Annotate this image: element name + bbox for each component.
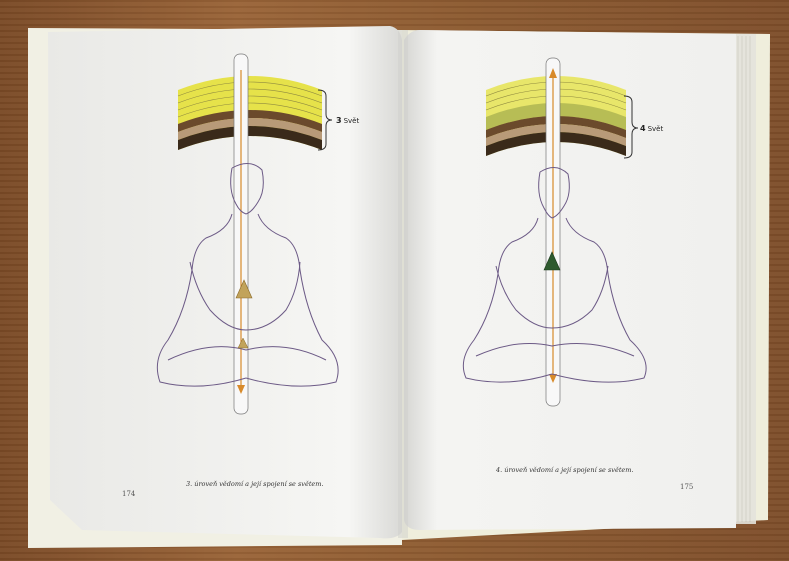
left-page xyxy=(48,26,402,539)
left-pyramid-small xyxy=(237,337,249,349)
right-illustration xyxy=(462,57,647,407)
left-caption: 3. úroveň vědomí a její spojení se světe… xyxy=(186,480,324,488)
left-level-number: 3 xyxy=(336,116,342,125)
right-level-word: Svět xyxy=(647,125,664,133)
left-bracket xyxy=(317,89,333,151)
right-caption: 4. úroveň vědomí a její spojení se světe… xyxy=(496,466,634,474)
right-meditating-figure xyxy=(462,167,647,383)
left-level-word: Svět xyxy=(343,117,360,125)
left-world-bands xyxy=(177,76,323,150)
left-page-number: 174 xyxy=(122,490,136,498)
book-spine xyxy=(398,30,408,538)
page-edges xyxy=(734,34,756,524)
left-meditating-figure xyxy=(156,163,339,387)
right-level-number: 4 xyxy=(640,124,646,133)
left-illustration xyxy=(156,53,339,415)
right-bracket xyxy=(623,95,639,159)
right-pyramid-green xyxy=(543,251,561,271)
left-pyramid-large xyxy=(235,279,253,299)
right-page-number: 175 xyxy=(680,483,694,491)
